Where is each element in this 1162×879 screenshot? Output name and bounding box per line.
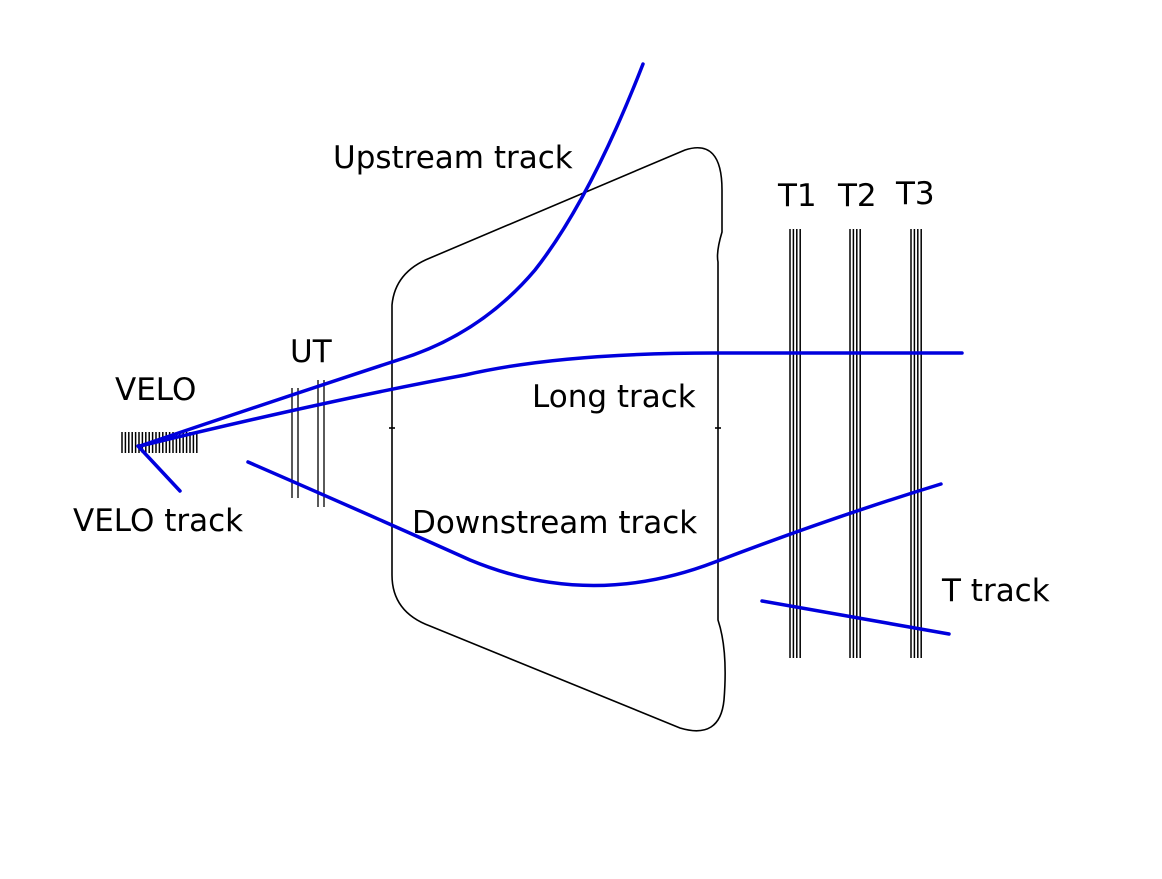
long-track-line bbox=[138, 351, 964, 448]
t2-station bbox=[849, 229, 861, 658]
velo-track-line bbox=[136, 444, 182, 493]
ut-label: UT bbox=[290, 334, 333, 370]
t2-label: T2 bbox=[837, 178, 877, 214]
magnet-outline bbox=[391, 147, 726, 732]
tracks bbox=[136, 62, 964, 636]
upstream-track-label: Upstream track bbox=[333, 140, 573, 176]
t-track-label: T track bbox=[941, 573, 1050, 609]
downstream-track-line bbox=[246, 460, 943, 588]
t1-label: T1 bbox=[777, 178, 817, 214]
t3-station bbox=[910, 229, 922, 658]
t1-station bbox=[789, 229, 801, 658]
downstream-track-label: Downstream track bbox=[412, 505, 697, 541]
velo-track-label: VELO track bbox=[73, 503, 243, 539]
long-track-label: Long track bbox=[532, 379, 696, 415]
velo-label: VELO bbox=[115, 372, 196, 408]
t-track-line bbox=[760, 599, 951, 636]
t3-label: T3 bbox=[895, 176, 935, 212]
upstream-track-line bbox=[138, 62, 645, 448]
